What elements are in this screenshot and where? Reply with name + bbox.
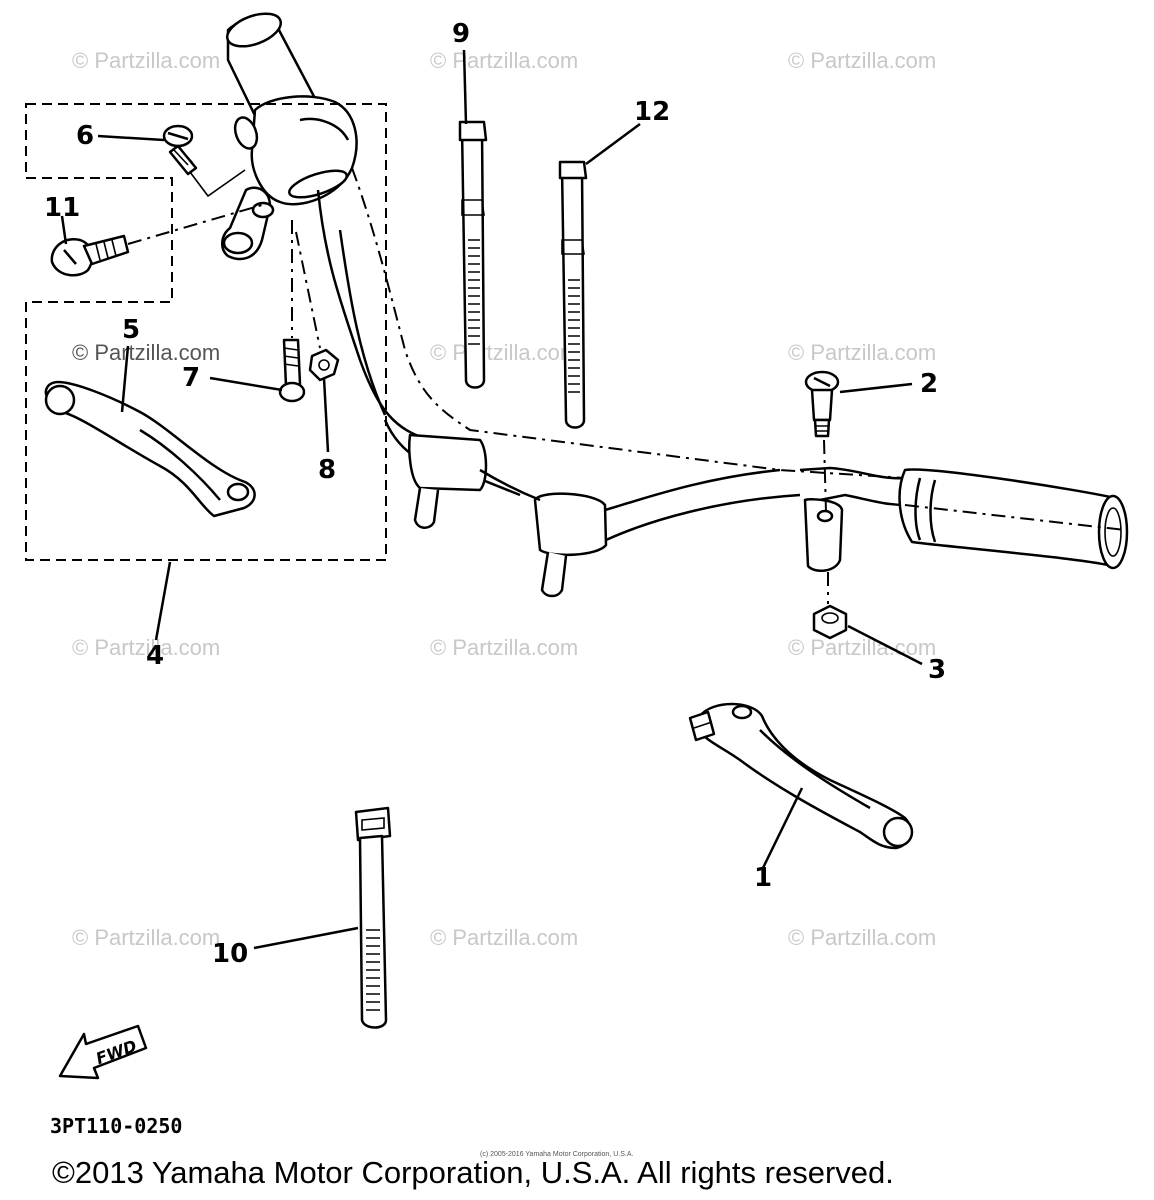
part-3-nut[interactable] <box>812 604 848 640</box>
watermark: © Partzilla.com <box>788 48 936 73</box>
part-8-nut[interactable] <box>308 348 340 382</box>
callout-1: 1 <box>754 863 772 893</box>
assembly-box <box>25 103 387 561</box>
part-1-lever[interactable] <box>688 702 914 850</box>
callout-12: 12 <box>634 97 670 127</box>
small-copyright: (c) 2005-2016 Yamaha Motor Corporation, … <box>480 1151 633 1158</box>
callouts: 1 2 3 4 5 6 7 8 9 10 11 12 <box>44 19 946 969</box>
part-12-cable-tie[interactable] <box>558 160 588 429</box>
watermark: © Partzilla.com <box>430 340 578 365</box>
callout-5: 5 <box>122 315 140 345</box>
diagram-code: 3PT110-0250 <box>50 1114 182 1138</box>
part-5-lever[interactable] <box>44 380 256 518</box>
watermark: © Partzilla.com <box>72 340 220 365</box>
part-11-screw[interactable] <box>50 234 130 277</box>
callout-2: 2 <box>920 369 938 399</box>
watermark: © Partzilla.com <box>72 48 220 73</box>
callout-8: 8 <box>318 455 336 485</box>
callout-3: 3 <box>928 655 946 685</box>
part-2-bolt[interactable] <box>804 370 840 438</box>
fwd-arrow-icon: FWD <box>58 1024 148 1080</box>
watermark: © Partzilla.com <box>72 635 220 660</box>
watermark: © Partzilla.com <box>788 340 936 365</box>
callout-4: 4 <box>146 641 164 671</box>
callout-11: 11 <box>44 193 80 223</box>
callout-7: 7 <box>182 363 200 393</box>
watermark: © Partzilla.com <box>788 925 936 950</box>
callout-10: 10 <box>212 939 248 969</box>
watermark: © Partzilla.com <box>72 925 220 950</box>
watermark-layer: © Partzilla.com © Partzilla.com © Partzi… <box>72 48 936 950</box>
handlebar[interactable] <box>221 7 1129 598</box>
callout-6: 6 <box>76 121 94 151</box>
watermark: © Partzilla.com <box>430 925 578 950</box>
part-10-cable-tie[interactable] <box>354 806 392 1029</box>
watermark: © Partzilla.com <box>430 48 578 73</box>
copyright: ©2013 Yamaha Motor Corporation, U.S.A. A… <box>52 1155 894 1190</box>
watermark: © Partzilla.com <box>430 635 578 660</box>
watermark: © Partzilla.com <box>788 635 936 660</box>
part-6-screw[interactable] <box>162 124 198 176</box>
leader-lines <box>60 49 923 950</box>
part-7-bolt[interactable] <box>278 338 306 403</box>
part-9-cable-tie[interactable] <box>458 120 488 389</box>
callout-9: 9 <box>452 19 470 49</box>
